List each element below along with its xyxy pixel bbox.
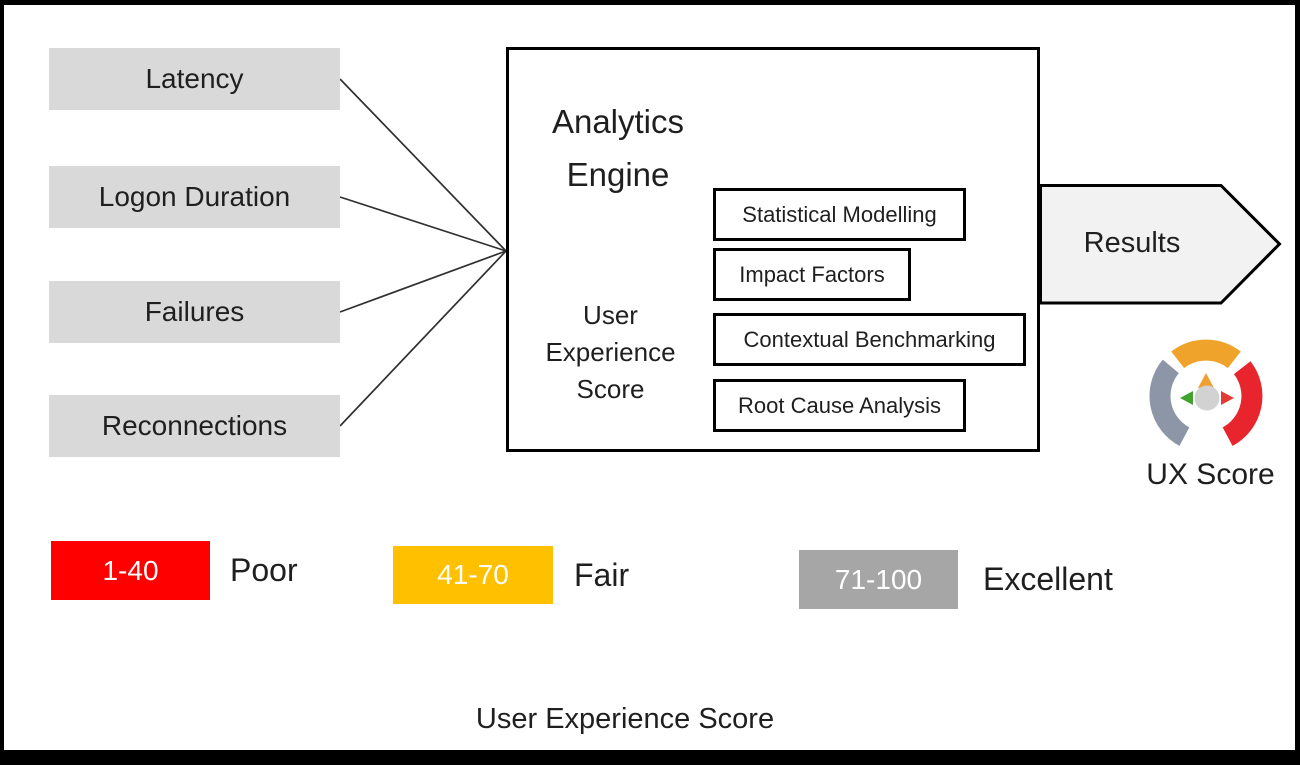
component-box-impact-factors: Impact Factors [713,248,911,301]
legend-label-poor: Poor [230,552,298,588]
metric-box-failures: Failures [49,281,340,343]
diagram-title: User Experience Score [475,703,775,735]
legend-label-excellent: Excellent [983,561,1113,597]
metric-box-latency: Latency [49,48,340,110]
results-arrow-label: Results [1083,227,1181,259]
frame-border-left [0,0,4,765]
component-box-statistical-modelling: Statistical Modelling [713,188,966,241]
legend-swatch-fair: 41-70 [393,546,553,604]
component-box-contextual-benchmarking: Contextual Benchmarking [713,313,1026,366]
results-arrow: Results [1039,184,1283,305]
component-box-root-cause-analysis: Root Cause Analysis [713,379,966,432]
ux-gauge-icon [1149,339,1263,446]
legend-swatch-excellent: 71-100 [799,550,958,609]
analytics-engine-box: Analytics Engine User Experience Score S… [506,47,1040,452]
metric-box-logon-duration: Logon Duration [49,166,340,228]
frame-border-top [0,0,1300,5]
analytics-engine-title: Analytics Engine [551,103,685,193]
frame-border-right [1295,0,1300,765]
frame-border-bottom [0,750,1300,765]
legend-swatch-poor: 1-40 [51,541,210,600]
ux-score-label: UX Score [1146,458,1275,491]
user-experience-score-label: User Experience Score [545,300,676,404]
results-arrow-shape [1039,184,1282,305]
legend-label-fair: Fair [574,556,630,593]
metric-box-reconnections: Reconnections [49,395,340,457]
